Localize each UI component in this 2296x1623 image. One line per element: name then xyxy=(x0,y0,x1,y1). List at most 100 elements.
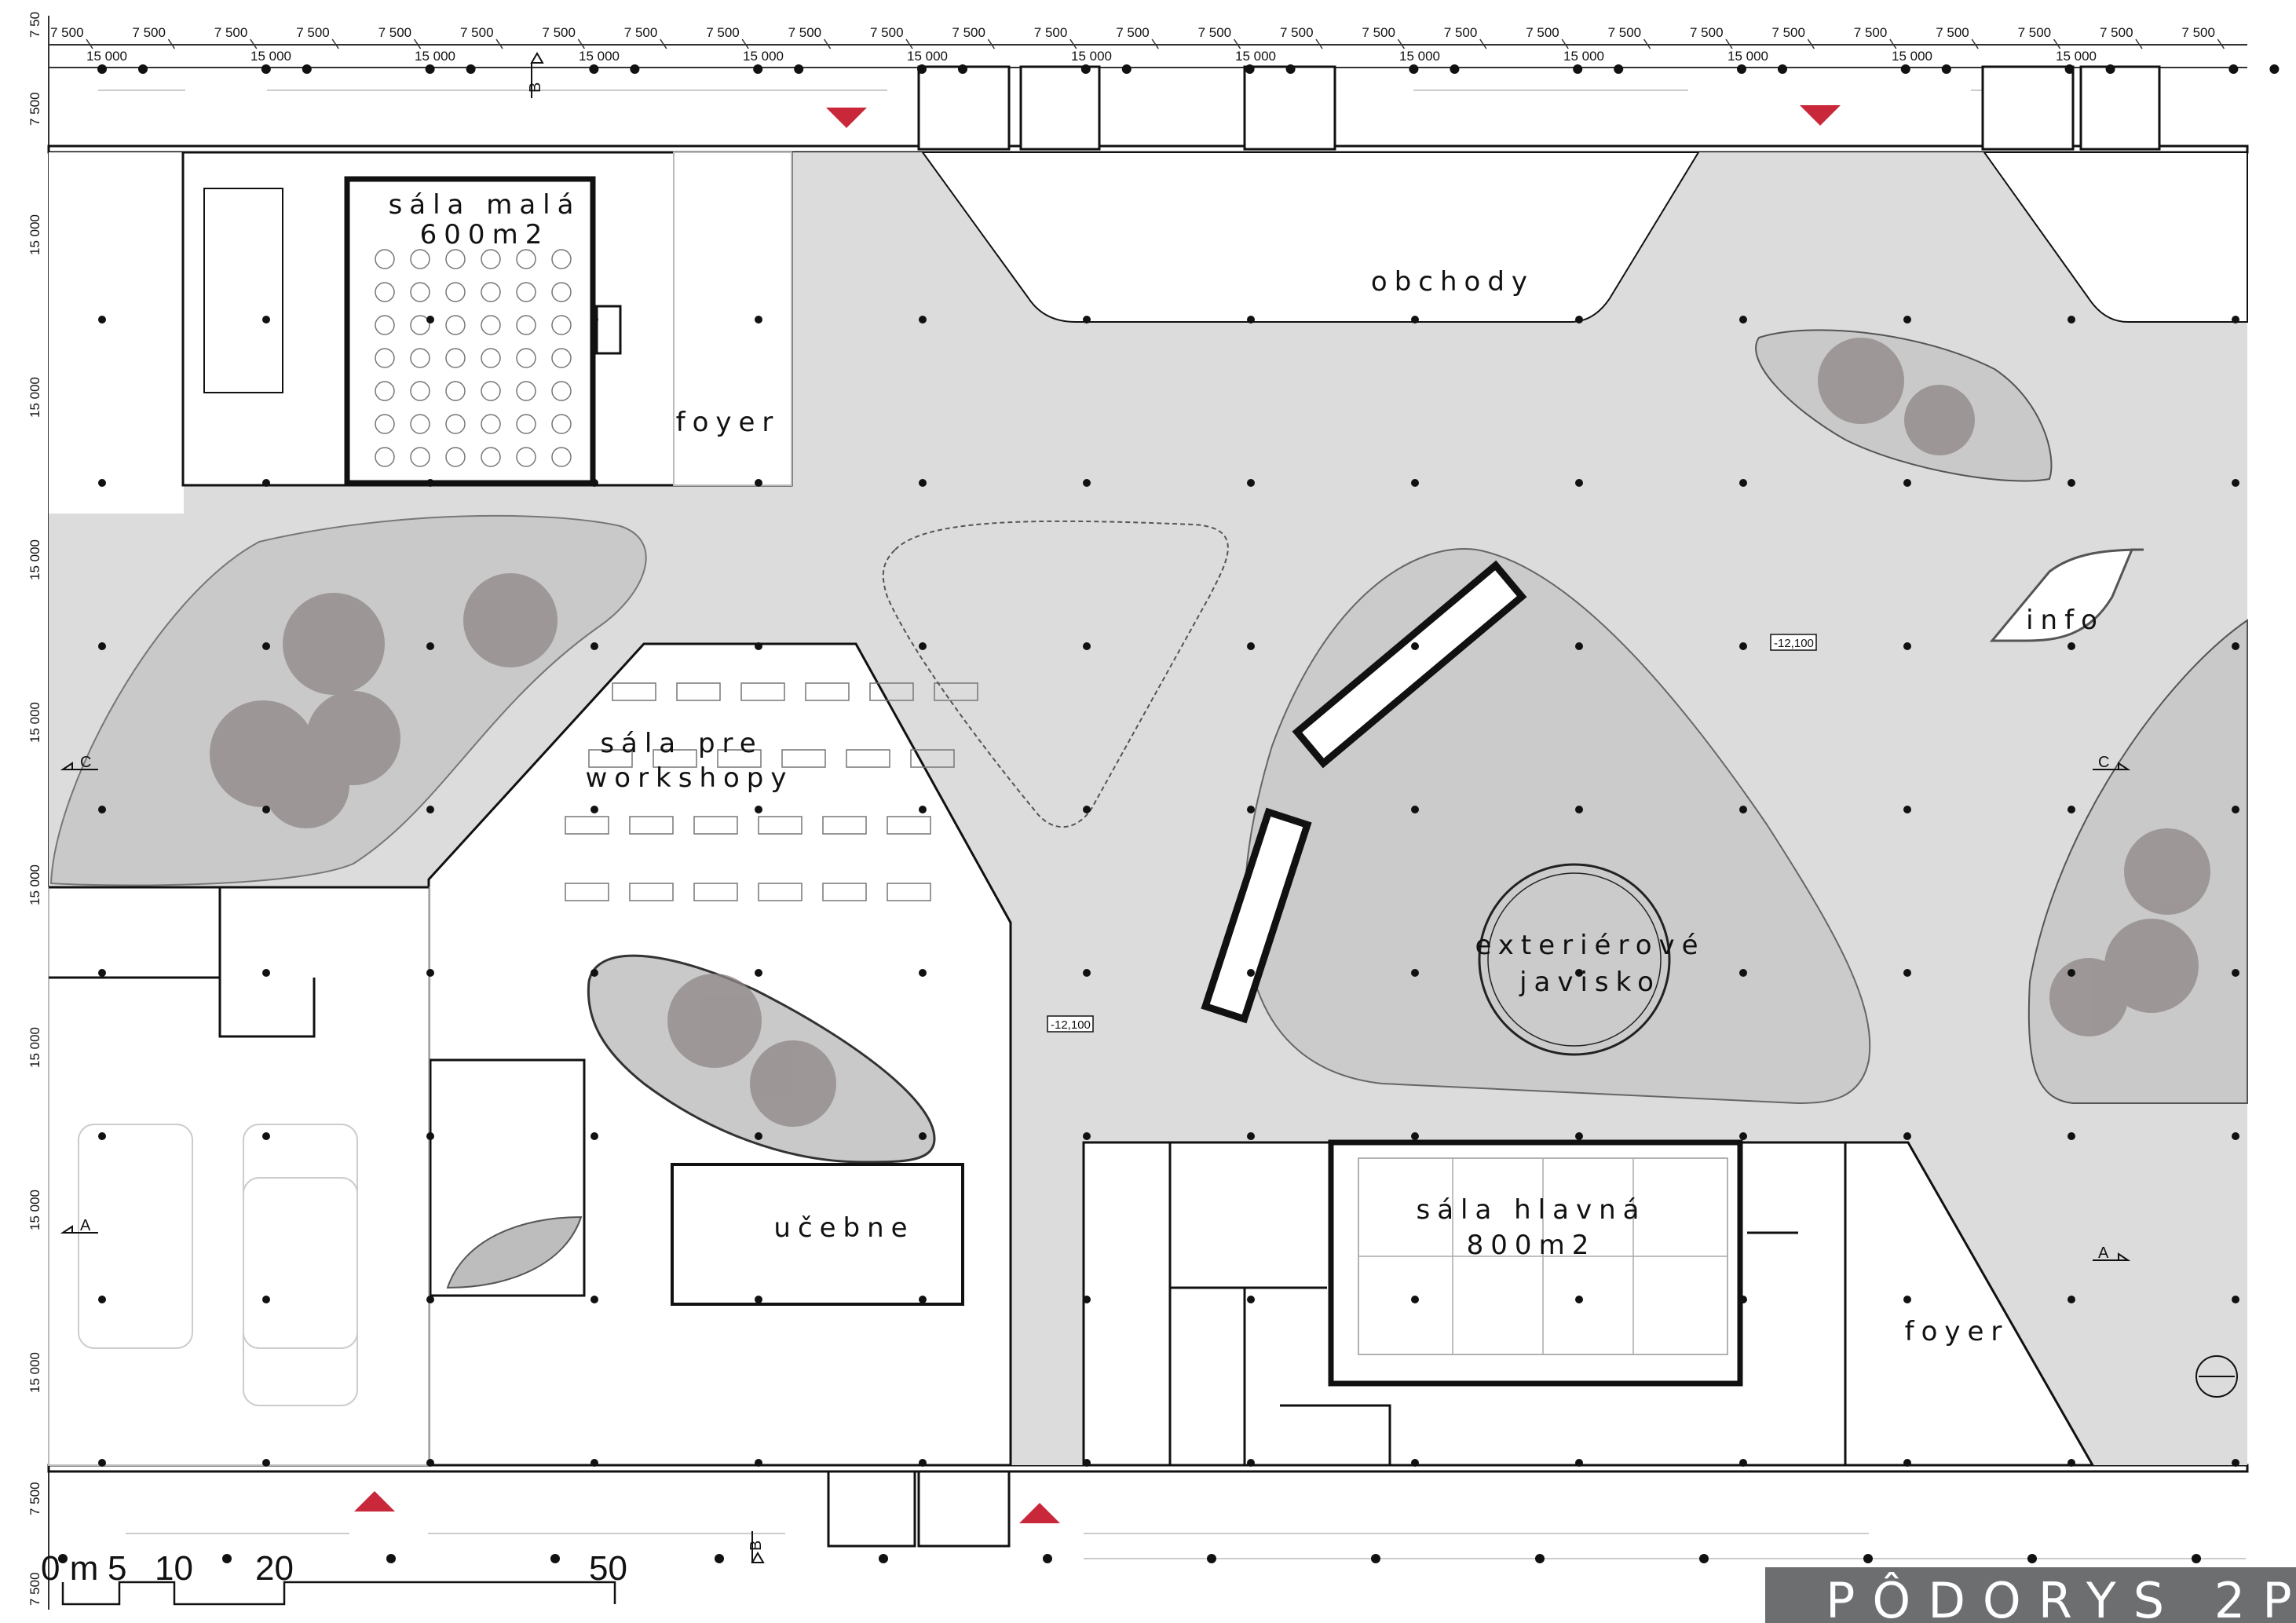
workshop-table xyxy=(693,883,738,901)
dimension-tick xyxy=(1643,38,1651,49)
column-dot xyxy=(2232,642,2239,650)
dimension-label: 7 500 xyxy=(296,25,330,40)
column-dot xyxy=(426,969,434,977)
round-table xyxy=(445,282,466,302)
dimension-label: 7 500 xyxy=(1362,25,1395,40)
round-table xyxy=(375,381,395,401)
column-dot xyxy=(2067,316,2075,324)
level-tag-text: -12,100 xyxy=(1774,637,1814,650)
workshop-label-line2: workshopy xyxy=(585,762,793,794)
column-dot xyxy=(630,64,640,74)
dimension-label: 7 500 xyxy=(1771,25,1805,40)
round-table xyxy=(410,249,430,269)
column-dot xyxy=(1285,64,1296,74)
column-dot xyxy=(1083,642,1091,650)
level-tag: -12,100 xyxy=(1047,1015,1094,1033)
column-dot xyxy=(1903,806,1911,813)
scale-label: 5 xyxy=(108,1549,126,1588)
column-dot xyxy=(2228,64,2239,74)
column-dot xyxy=(794,64,804,74)
main-hall-area: 800m2 xyxy=(1467,1230,1596,1261)
column-dot xyxy=(1739,642,1747,650)
column-dot xyxy=(262,316,270,324)
entrance-arrow-icon xyxy=(354,1491,395,1512)
dimension-label: 15 000 xyxy=(1399,49,1440,64)
column-dot xyxy=(2232,1296,2239,1303)
column-dot xyxy=(2232,1132,2239,1140)
round-table xyxy=(551,381,572,401)
round-table xyxy=(551,282,572,302)
column-dot xyxy=(550,1554,560,1563)
scale-label: 0 m xyxy=(41,1549,98,1588)
dimension-label: 7 500 xyxy=(624,25,658,40)
workshop-table xyxy=(758,816,803,835)
column-dot xyxy=(1941,64,1951,74)
column-dot xyxy=(1083,316,1091,324)
column-dot xyxy=(958,64,967,74)
workshop-table xyxy=(629,816,674,835)
dimension-tick xyxy=(413,38,422,49)
parking-stalls xyxy=(78,1124,358,1406)
workshop-table xyxy=(846,749,890,768)
dimension-label: 7 500 xyxy=(706,25,740,40)
dimension-tick xyxy=(1561,38,1569,49)
column-dot xyxy=(1083,969,1091,977)
bottom-service-cores xyxy=(827,1470,1011,1548)
column-dot xyxy=(2232,316,2239,324)
column-dot xyxy=(1900,64,1910,74)
column-dot xyxy=(98,1296,106,1303)
column-dot xyxy=(1863,1554,1873,1563)
column-dot xyxy=(1903,479,1911,487)
column-dot xyxy=(98,1459,106,1467)
column-dot xyxy=(98,969,106,977)
parking-bottom-left xyxy=(48,886,430,1466)
entrance-arrow-icon xyxy=(826,108,867,128)
dimension-label: 15 000 xyxy=(86,49,127,64)
dimension-label: 7 500 xyxy=(1198,25,1232,40)
column-dot xyxy=(590,1132,598,1140)
column-dot xyxy=(1739,1459,1747,1467)
workshop-table xyxy=(934,682,978,701)
column-dot xyxy=(466,64,476,74)
dimension-label: 15 000 xyxy=(27,865,42,905)
column-dot xyxy=(1043,1554,1052,1563)
level-tag-text: -12,100 xyxy=(1051,1018,1091,1032)
column-dot xyxy=(1121,64,1132,74)
column-dot xyxy=(919,806,927,813)
column-dot xyxy=(302,64,312,74)
column-dot xyxy=(919,1132,927,1140)
dimension-label: 7 500 xyxy=(27,1482,42,1515)
round-table xyxy=(410,447,430,467)
column-dot xyxy=(1903,642,1911,650)
column-dot xyxy=(1573,64,1583,74)
section-c-left-label: C xyxy=(80,754,91,771)
entrance-arrow-icon xyxy=(1800,105,1841,126)
column-dot xyxy=(1207,1554,1216,1563)
dimension-tick xyxy=(495,38,503,49)
column-dot xyxy=(1411,642,1419,650)
column-dot xyxy=(425,64,435,74)
column-dot xyxy=(1411,806,1419,813)
column-dot xyxy=(1739,479,1747,487)
workshop-table xyxy=(781,749,826,768)
column-dot xyxy=(1411,1459,1419,1467)
round-table xyxy=(375,414,395,434)
main-hall xyxy=(1328,1139,1743,1387)
workshop-table xyxy=(653,749,697,768)
dimension-label: 7 500 xyxy=(542,25,576,40)
column-dot xyxy=(1739,1132,1747,1140)
shops-building xyxy=(921,152,1700,323)
column-dot xyxy=(1247,806,1255,813)
round-table xyxy=(445,249,466,269)
column-dot xyxy=(917,64,927,74)
column-dot xyxy=(1739,316,1747,324)
dimension-tick xyxy=(1069,38,1077,49)
dimension-tick xyxy=(1725,38,1733,49)
dimension-tick xyxy=(905,38,913,49)
dimension-label: 7 500 xyxy=(460,25,494,40)
column-dot xyxy=(1409,64,1419,74)
round-table xyxy=(445,447,466,467)
column-dot xyxy=(1371,1554,1380,1563)
column-dot xyxy=(426,806,434,813)
column-dot xyxy=(1903,969,1911,977)
